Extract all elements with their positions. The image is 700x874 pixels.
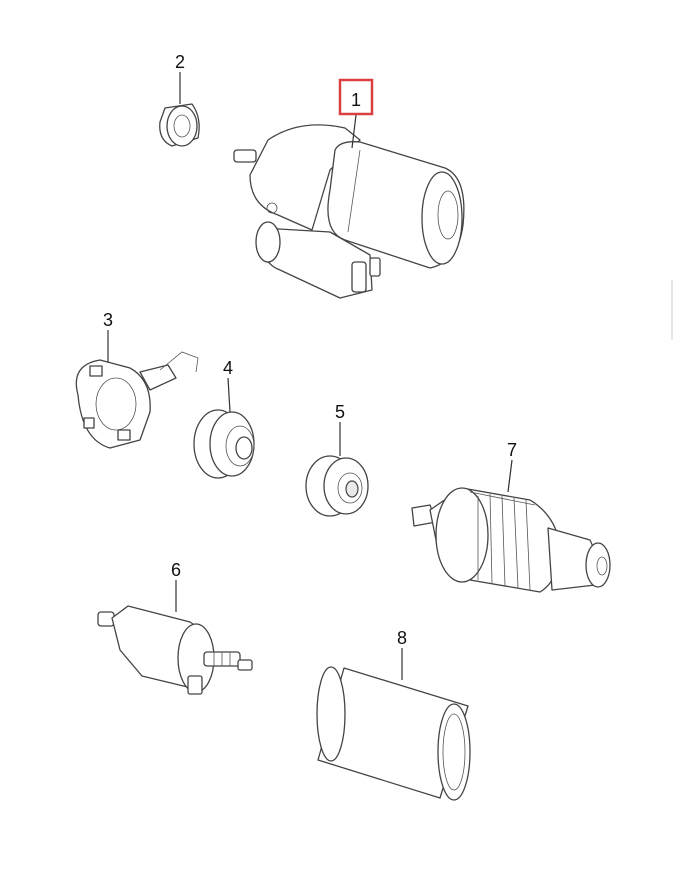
bushing[interactable]: [305, 455, 369, 517]
callout-3[interactable]: 3: [103, 310, 113, 330]
callout-5[interactable]: 5: [335, 402, 345, 422]
callout-4[interactable]: 4: [223, 358, 233, 378]
bearing[interactable]: [159, 103, 200, 147]
leader-4: [227, 377, 231, 413]
callout-1[interactable]: 1: [351, 90, 361, 110]
callout-highlight-frame: [338, 78, 374, 116]
callout-8[interactable]: 8: [397, 628, 407, 648]
solenoid[interactable]: [97, 605, 253, 695]
brush-holder[interactable]: [75, 351, 199, 449]
yoke-housing[interactable]: [316, 666, 471, 801]
callout-6[interactable]: 6: [171, 560, 181, 580]
armature[interactable]: [411, 487, 611, 593]
leader-1: [351, 114, 357, 149]
callout-2[interactable]: 2: [175, 52, 185, 72]
starter-motor[interactable]: [233, 124, 465, 299]
leader-7: [507, 459, 513, 493]
callout-7[interactable]: 7: [507, 440, 517, 460]
pinion-disc[interactable]: [193, 409, 255, 479]
